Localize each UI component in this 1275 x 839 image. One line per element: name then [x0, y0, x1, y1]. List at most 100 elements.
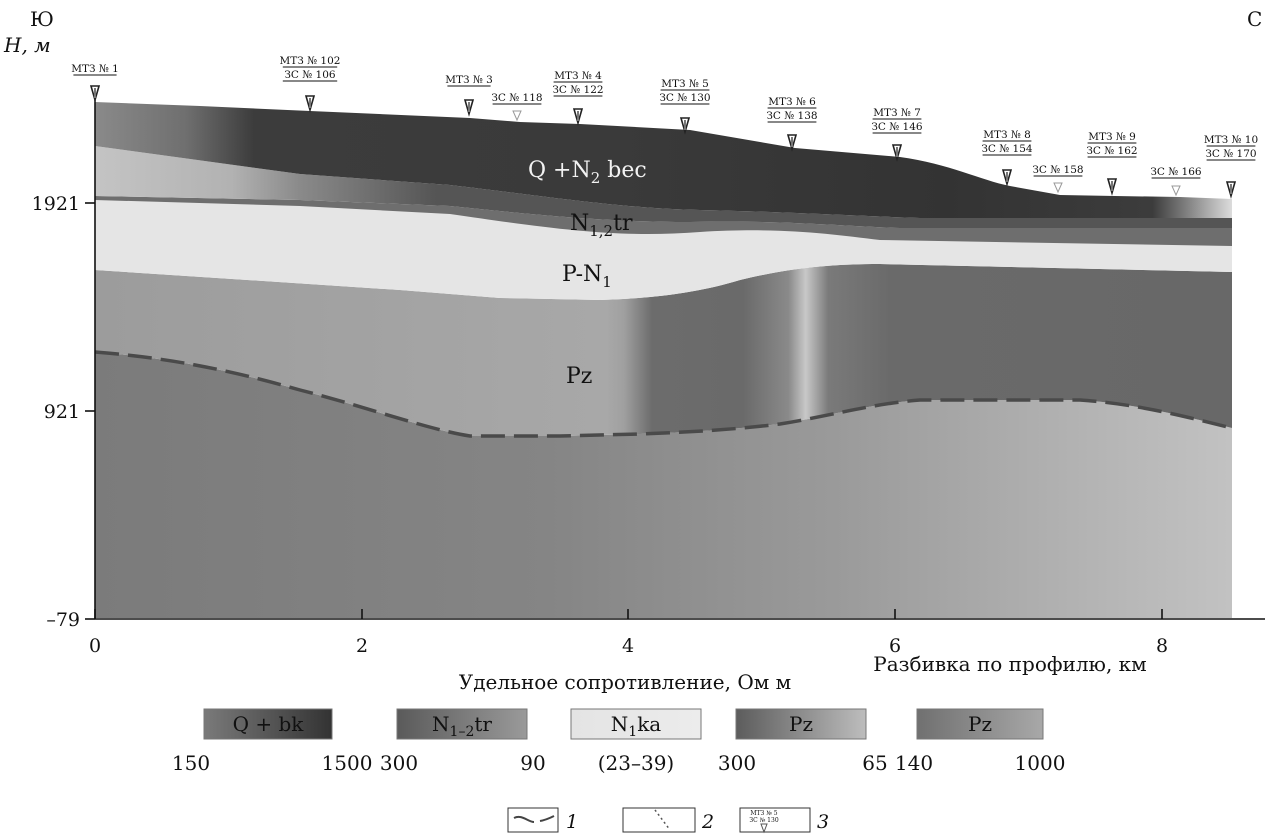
- y-axis-title: H, м: [3, 33, 51, 57]
- station-sublabel: ЗС № 146: [871, 121, 923, 133]
- station-sublabel: ЗС № 154: [981, 143, 1033, 155]
- legend-number: 1: [566, 811, 578, 833]
- resistivity-min-value: 300: [718, 751, 756, 775]
- station-marker-group: МТЗ № 4 ЗС № 122: [552, 70, 604, 126]
- y-tick-label: –79: [46, 609, 80, 631]
- legend-swatch-station: [739, 807, 811, 833]
- station-sublabel: ЗС № 170: [1205, 148, 1256, 160]
- resistivity-scale-label: N1–2tr: [432, 712, 492, 740]
- legend: 1 2 МТЗ № 5 ЗС № 130 3: [507, 807, 829, 834]
- station-label: МТЗ № 9: [1088, 131, 1136, 143]
- station-marker-group: МТЗ № 9 ЗС № 162: [1086, 131, 1138, 196]
- legend-dotted-line: [654, 809, 671, 831]
- station-triangle-secondary-icon: [512, 110, 522, 122]
- axes: [85, 100, 1265, 620]
- station-sublabel: ЗС № 106: [284, 69, 336, 81]
- legend-swatch-boundary: [507, 807, 559, 833]
- station-label: МТЗ № 5: [661, 78, 709, 90]
- resistivity-scale: Q + bk 150 1500: [172, 708, 373, 775]
- resistivity-max-value: 1500: [322, 751, 373, 775]
- legend-station-bottom: ЗС № 130: [749, 817, 778, 824]
- resistivity-max-value: 90: [520, 751, 545, 775]
- resistivity-colorbar: [735, 708, 867, 740]
- station-marker-group: МТЗ № 1: [71, 63, 119, 103]
- resistivity-title: Удельное сопротивление, Ом м: [459, 670, 791, 694]
- x-tick-label: 2: [356, 635, 368, 657]
- station-triangle-secondary-icon: [1053, 182, 1063, 194]
- resistivity-min-value: 300: [380, 751, 418, 775]
- layer-boundary-line: [94, 350, 1233, 438]
- n12-layer: [95, 196, 1232, 246]
- station-marker-group: МТЗ № 5ЗС № 130: [659, 78, 711, 135]
- station-label: МТЗ № 1: [71, 63, 119, 75]
- station-label: МТЗ № 8: [983, 129, 1031, 141]
- x-tick-label: 0: [89, 635, 101, 657]
- pz-upper-layer: [95, 264, 1232, 436]
- station-sublabel: ЗС № 122: [552, 84, 603, 96]
- station-marker-group: МТЗ № 3: [445, 74, 493, 117]
- q-light-sublayer: [95, 146, 1232, 228]
- resistivity-colorbar: [570, 708, 702, 740]
- resistivity-colorbar: [916, 708, 1044, 740]
- compass-south-label: Ю: [30, 7, 54, 31]
- station-label: МТЗ № 6: [768, 96, 816, 108]
- resistivity-scale-label: Q + bk: [233, 712, 305, 736]
- x-tick-label: 6: [889, 635, 901, 657]
- station-label: МТЗ № 4: [554, 70, 602, 82]
- station-label: МТЗ № 3: [445, 74, 493, 86]
- legend-item-boundary: 1: [507, 807, 578, 833]
- layer-label-q-n2: Q +N2 bec: [528, 158, 647, 187]
- resistivity-max-value: 1000: [1015, 751, 1066, 775]
- y-tick-label: 1921: [32, 193, 80, 215]
- station-label: ЗС № 166: [1150, 166, 1202, 178]
- resistivity-scale: Pz 140 1000: [895, 708, 1066, 775]
- station-label: МТЗ № 102: [280, 55, 341, 67]
- resistivity-scale-label: N1ka: [611, 712, 662, 740]
- legend-station-marker: [760, 823, 768, 834]
- resistivity-min-value: 140: [895, 751, 933, 775]
- station-label: ЗС № 158: [1032, 164, 1083, 176]
- resistivity-scale: N1ka (23–39): [570, 708, 702, 775]
- legend-dash-line: [513, 815, 555, 823]
- legend-number: 3: [817, 811, 829, 833]
- resistivity-scales: Q + bk 150 1500 N1–2tr 300 90 N1ka (23–39) Pz 300…: [172, 708, 1066, 775]
- station-marker-group: МТЗ № 102 ЗС № 106: [280, 55, 341, 113]
- legend-number: 2: [701, 811, 714, 833]
- q-n2-layer: [95, 102, 1232, 218]
- resistivity-min-value: 150: [172, 751, 210, 775]
- station-label: ЗС № 118: [491, 92, 542, 104]
- station-marker-group: ЗС № 118: [491, 92, 543, 122]
- resistivity-colorbar: [396, 708, 528, 740]
- resistivity-max-value: 65: [862, 751, 887, 775]
- compass-north-label: С: [1247, 7, 1262, 31]
- station-label: МТЗ № 10: [1204, 134, 1258, 146]
- layer-label-pz: Pz: [566, 364, 592, 389]
- y-tick-label: 921: [44, 401, 80, 423]
- x-axis-title: Разбивка по профилю, км: [873, 652, 1146, 676]
- station-marker-group: МТЗ № 10 ЗС № 170: [1204, 134, 1258, 199]
- pz-lower-layer: [95, 352, 1232, 618]
- station-marker-group: МТЗ № 7 ЗС № 146: [871, 107, 923, 162]
- layer-label-n12: N1,2tr: [570, 211, 633, 240]
- x-tick-label: 8: [1156, 635, 1168, 657]
- resistivity-scale-label: Pz: [968, 712, 992, 736]
- station-triangle-secondary-icon: [1171, 185, 1181, 197]
- station-marker-group: МТЗ № 6 ЗС № 138: [766, 96, 818, 152]
- station-marker-group: ЗС № 158: [1032, 164, 1084, 194]
- station-sublabel: ЗС № 162: [1086, 145, 1137, 157]
- pn1-layer: [95, 198, 1232, 300]
- legend-swatch-dotted: [622, 807, 696, 833]
- resistivity-colorbar: [203, 708, 333, 740]
- station-sublabel: ЗС № 138: [766, 110, 817, 122]
- resistivity-scale-label: Pz: [789, 712, 813, 736]
- legend-item-station: МТЗ № 5 ЗС № 130 3: [739, 807, 829, 834]
- legend-station-top: МТЗ № 5: [750, 810, 777, 817]
- x-tick-label: 4: [622, 635, 634, 657]
- legend-item-dotted: 2: [622, 807, 714, 833]
- station-label: МТЗ № 7: [873, 107, 921, 119]
- station-marker-group: МТЗ № 8 ЗС № 154: [981, 129, 1033, 187]
- resistivity-scale: Pz 300 65: [718, 708, 888, 775]
- resistivity-range-value: (23–39): [598, 751, 675, 775]
